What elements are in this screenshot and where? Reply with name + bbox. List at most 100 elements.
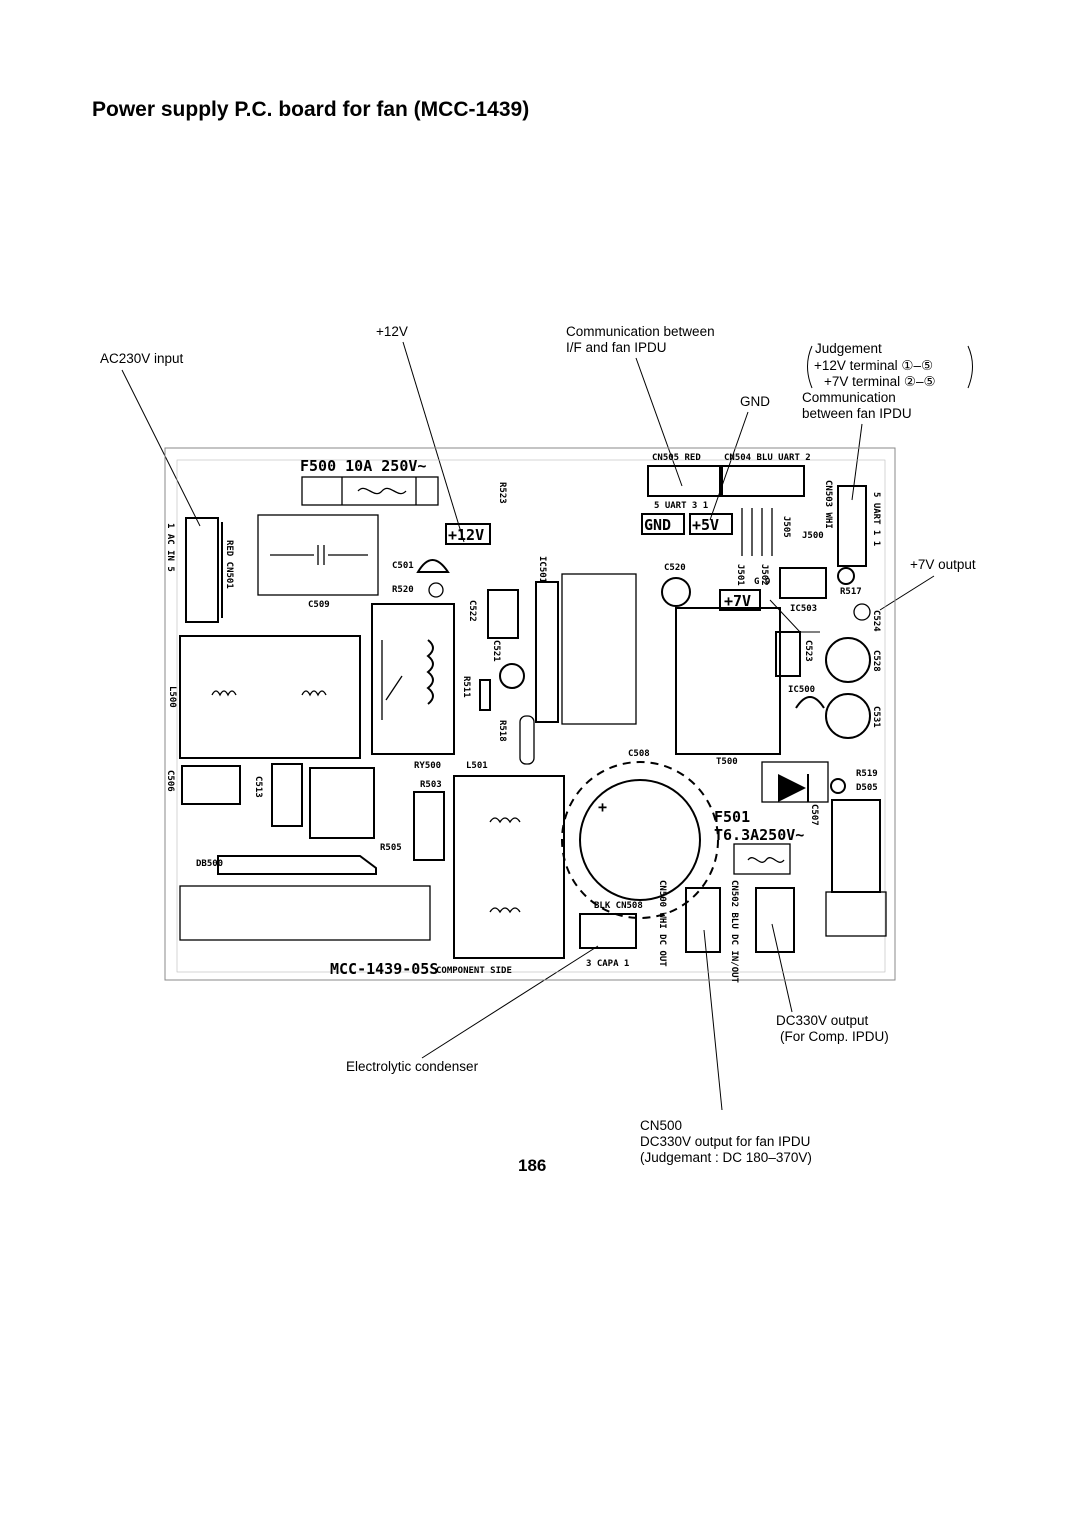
c523-label: C523 (803, 640, 813, 662)
label-comm-fan-2: between fan IPDU (802, 406, 912, 421)
r518-label: R518 (497, 720, 507, 742)
connector-cn501 (185, 517, 219, 623)
j502-label: J502 (759, 564, 769, 586)
capacitor-c520 (661, 577, 691, 607)
leader-plus7v (879, 575, 935, 611)
testpoint-gnd-label: GND (644, 516, 671, 534)
capacitor-c508 (579, 779, 701, 901)
c501-shape (416, 559, 450, 573)
c521-label: C521 (491, 640, 501, 662)
transformer-outline (561, 573, 637, 725)
testpoint-plus7v (719, 589, 761, 611)
cn501-label: RED CN501 (224, 540, 234, 589)
r519-label: R519 (856, 769, 878, 779)
testpoint-plus5v (689, 513, 733, 535)
fuse-f500-symbol (357, 487, 407, 495)
cn504-label: CN504 BLU UART 2 (724, 453, 811, 463)
cn502-label: CN502 BLU DC IN/OUT (729, 880, 739, 984)
resistor-r517 (837, 567, 855, 585)
l501-label: L501 (466, 761, 488, 771)
capacitor-c507 (831, 799, 881, 893)
capacitor-c506 (181, 765, 241, 805)
page-title: Power supply P.C. board for fan (MCC-143… (92, 98, 530, 121)
transformer-t500 (675, 607, 781, 755)
testpoint-plus7v-label: +7V (724, 592, 751, 610)
ic-ic500 (795, 696, 825, 709)
fuse-f500-label: F500 10A 250V~ (300, 457, 426, 475)
pcb-board-inner (176, 459, 886, 973)
relay-ry500 (371, 603, 455, 755)
c531-label: C531 (871, 706, 881, 728)
capacitor-c521 (499, 663, 525, 689)
label-cn500-3: (Judgemant : DC 180–370V) (640, 1150, 812, 1165)
j500-label: J500 (802, 531, 824, 541)
ry500-label: RY500 (414, 761, 441, 771)
fuse-f501-rating: T6.3A250V~ (714, 826, 804, 844)
c508-label: C508 (628, 749, 650, 759)
diode-d505-body (761, 761, 829, 803)
capacitor-c522 (487, 589, 519, 639)
t500-label: T500 (716, 757, 738, 767)
capacitor-c524 (853, 603, 871, 621)
label-cn500: CN500 (640, 1118, 682, 1133)
ic500-label: IC500 (788, 685, 815, 695)
label-terminal-12v: +12V terminal ①–⑤ (814, 358, 933, 373)
c507-label: C507 (809, 804, 819, 826)
r505-label: R505 (380, 843, 402, 853)
connector-cn500 (685, 887, 721, 953)
label-gnd: GND (740, 394, 770, 409)
label-cn500-2: DC330V output for fan IPDU (640, 1134, 810, 1149)
label-judgement: Judgement (815, 341, 882, 356)
pcb-board-outline (164, 447, 896, 981)
c520-label: C520 (664, 563, 686, 573)
db500-label: DB500 (196, 859, 223, 869)
c509-label: C509 (308, 600, 330, 610)
svg-text:+: + (598, 798, 607, 816)
j501-label: J501 (735, 564, 745, 586)
capacitor-c523 (775, 631, 801, 677)
board-model-label: MCC-1439-05S (330, 960, 438, 978)
c528-label: C528 (871, 650, 881, 672)
c524-label: C524 (871, 610, 881, 632)
c501-label: C501 (392, 561, 414, 571)
leader-ac-input (121, 369, 201, 527)
leader-plus12v (402, 341, 465, 543)
resistor-r511 (479, 679, 491, 711)
coil-l501 (453, 775, 565, 959)
coil-l500 (179, 635, 361, 759)
ic-ic501 (535, 581, 559, 723)
label-comm-fan-1: Communication (802, 390, 896, 405)
leader-electrolytic (421, 945, 599, 1059)
judgement-bracket-right (967, 345, 973, 389)
capacitor-c509 (257, 514, 379, 596)
c522-label: C522 (467, 600, 477, 622)
fuse-f501-label: F501 (714, 808, 750, 826)
label-comm-if-2: I/F and fan IPDU (566, 340, 667, 355)
cn503-label: CN503 WHI (823, 480, 833, 529)
label-comm-if-1: Communication between (566, 324, 715, 339)
label-plus7v-output: +7V output (910, 557, 976, 572)
testpoint-plus12v-label: +12V (448, 526, 484, 544)
resistor-block (309, 767, 375, 839)
cn500-board-label: CN500 WHI DC OUT (657, 880, 667, 967)
l500-label: L500 (167, 686, 177, 708)
fuse-f501 (733, 843, 791, 875)
judgement-bracket-left (807, 345, 813, 389)
label-electrolytic: Electrolytic condenser (346, 1059, 479, 1074)
ic-ic503 (779, 567, 827, 599)
diode-d505 (778, 774, 806, 802)
j505-label: J505 (781, 516, 791, 538)
leader-comm-fan (851, 423, 863, 501)
label-dc330-2: (For Comp. IPDU) (780, 1029, 889, 1044)
testpoint-plus5v-label: +5V (692, 516, 719, 534)
r511-label: R511 (461, 676, 471, 698)
capacitor-c513 (271, 763, 303, 827)
r520-label: R520 (392, 585, 414, 595)
connector-cn502 (755, 887, 795, 953)
resistor-r503 (413, 791, 445, 861)
r503-label: R503 (420, 780, 442, 790)
bridge-db500 (217, 855, 377, 875)
connector-cn505 (647, 465, 721, 497)
label-terminal-7v: +7V terminal ②–⑤ (824, 374, 936, 389)
